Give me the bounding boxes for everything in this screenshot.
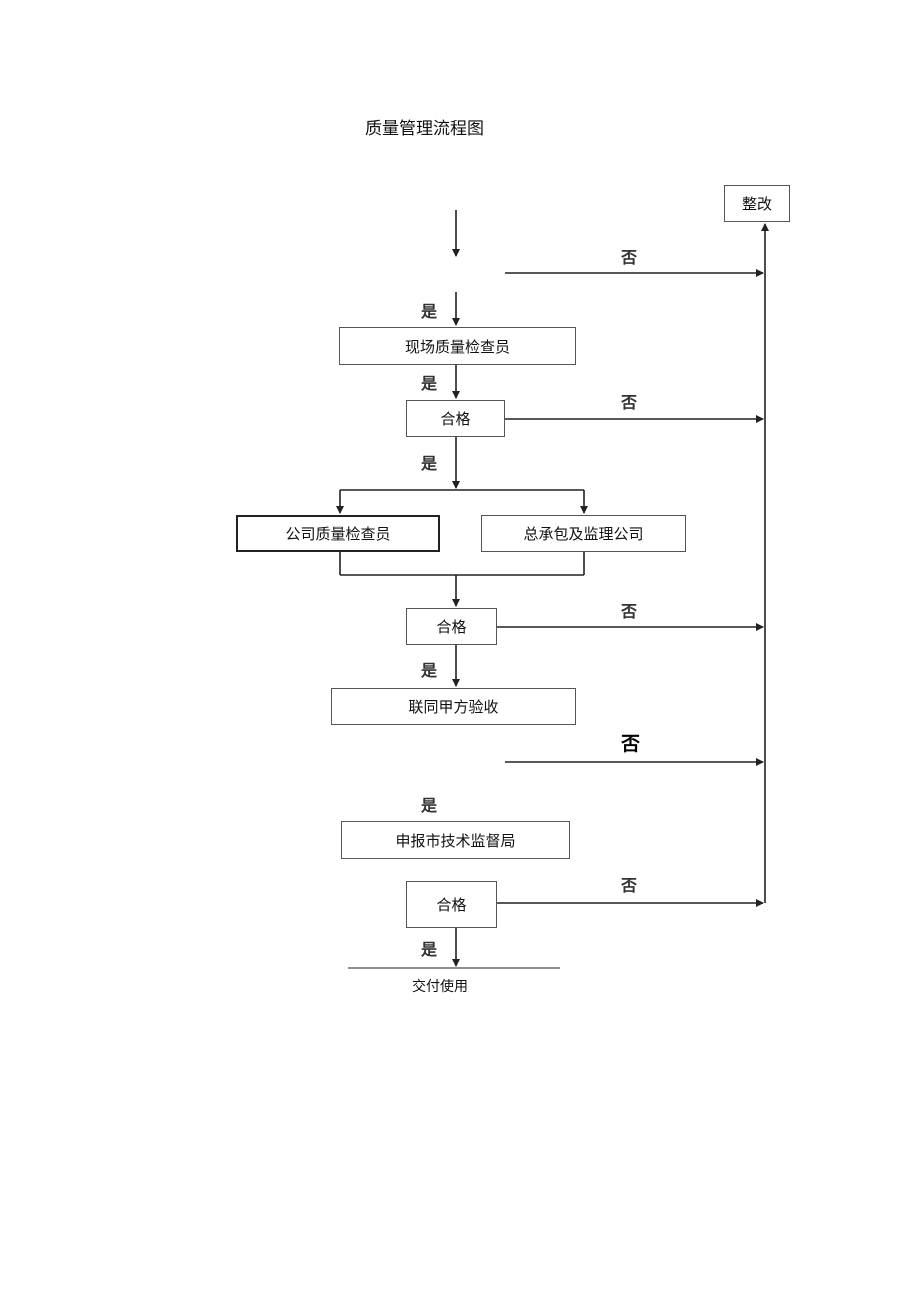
no-label: 否 <box>621 876 638 895</box>
yes-label: 是 <box>421 661 438 680</box>
final-step-label: 交付使用 <box>412 979 468 995</box>
yes-label: 是 <box>421 302 438 321</box>
yes-label: 是 <box>421 374 438 393</box>
site-inspector-box: 现场质量检查员 <box>339 327 576 365</box>
rectify-box: 整改 <box>724 185 790 222</box>
no-label: 否 <box>621 248 638 267</box>
company-inspector-box: 公司质量检查员 <box>236 515 440 552</box>
no-label: 否 <box>621 393 638 412</box>
pass3-box: 合格 <box>406 881 497 928</box>
yes-label: 是 <box>421 796 438 815</box>
yes-label: 是 <box>421 940 438 959</box>
pass1-box: 合格 <box>406 400 505 437</box>
page-title: 质量管理流程图 <box>365 119 484 139</box>
contractor-supervisor-box: 总承包及监理公司 <box>481 515 686 552</box>
report-bureau-box: 申报市技术监督局 <box>341 821 570 859</box>
yes-label: 是 <box>421 454 438 473</box>
no-label: 否 <box>621 733 641 755</box>
owner-acceptance-box: 联同甲方验收 <box>331 688 576 725</box>
pass2-box: 合格 <box>406 608 497 645</box>
no-label: 否 <box>621 602 638 621</box>
